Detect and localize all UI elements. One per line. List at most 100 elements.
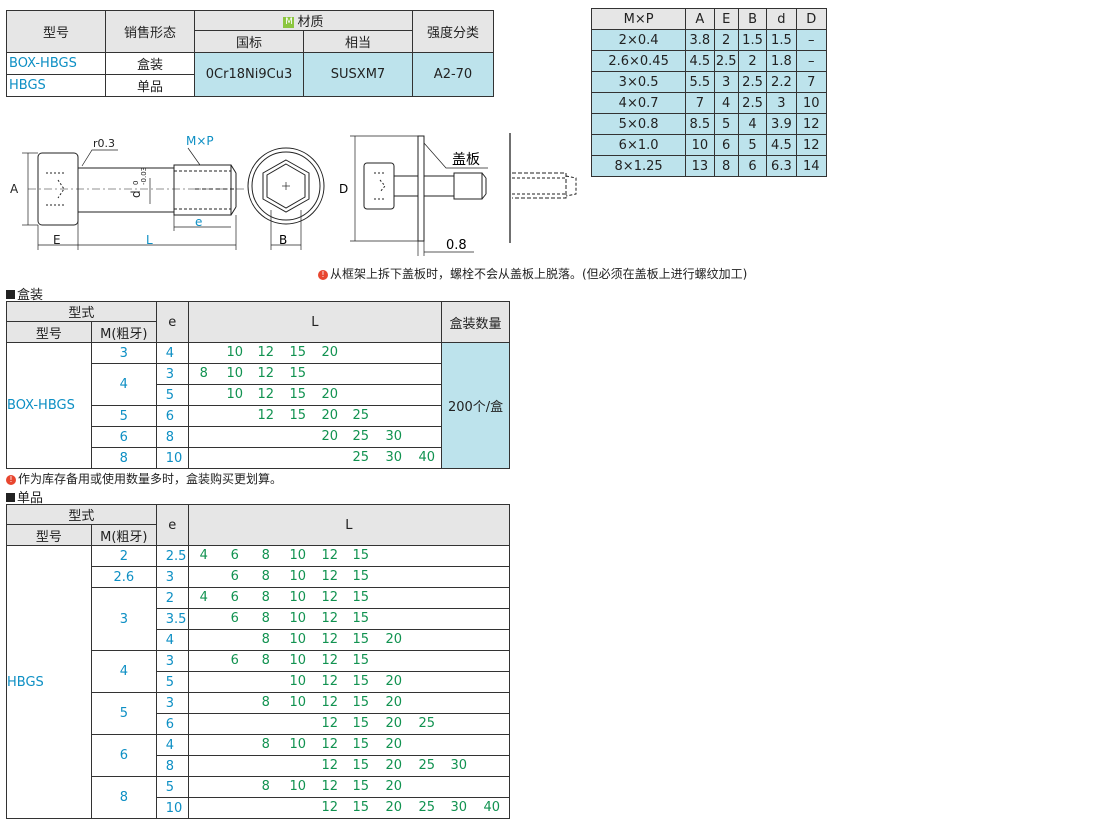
l-value: 15 xyxy=(352,716,370,731)
dim-size-cell: 2.6×0.45 xyxy=(590,50,687,72)
dim-value-cell: 6 xyxy=(713,134,739,156)
square-bullet-icon xyxy=(6,290,15,299)
dim-value-cell: 4.5 xyxy=(685,50,715,72)
l-value: 15 xyxy=(352,632,370,647)
dim-value-cell: 3 xyxy=(713,71,739,93)
single-m-cell: 2.6 xyxy=(90,566,157,588)
l-value: 20 xyxy=(385,674,403,689)
l-value: 20 xyxy=(385,800,403,815)
cover-plate-view xyxy=(350,133,577,256)
l-value: 6 xyxy=(230,548,239,563)
dim-value-cell: 13 xyxy=(685,155,715,177)
dim-size-cell: 2×0.4 xyxy=(590,29,687,51)
screw-side-view xyxy=(22,147,245,250)
label-l: L xyxy=(146,233,153,247)
label-b: B xyxy=(279,233,287,247)
l-value: 10 xyxy=(289,611,307,626)
single-e-cell: 5 xyxy=(155,671,189,693)
dim-header: E xyxy=(713,8,739,30)
box-e-cell: 8 xyxy=(155,426,189,448)
box-m-cell: 3 xyxy=(90,342,157,364)
l-value: 10 xyxy=(289,695,307,710)
single-e-cell: 4 xyxy=(155,734,189,756)
dim-value-cell: 7 xyxy=(685,92,715,114)
l-value: 30 xyxy=(450,758,468,773)
single-header-l: L xyxy=(187,504,511,546)
l-value: 15 xyxy=(289,408,307,423)
l-value: 12 xyxy=(321,548,339,563)
l-value: 30 xyxy=(450,800,468,815)
l-value: 30 xyxy=(385,450,403,465)
l-value: 8 xyxy=(261,653,270,668)
l-value: 10 xyxy=(226,366,244,381)
l-value: 20 xyxy=(385,716,403,731)
header-standard: 国标 xyxy=(194,30,304,53)
single-m-cell: 6 xyxy=(90,734,157,777)
single-header-model: 型号 xyxy=(6,524,92,546)
l-value: 8 xyxy=(199,366,208,381)
dim-header: A xyxy=(685,8,715,30)
dim-value-cell: 2.5 xyxy=(713,50,739,72)
model-box-hbgs: BOX-HBGS xyxy=(6,52,106,75)
single-e-cell: 3.5 xyxy=(155,608,189,630)
l-value: 15 xyxy=(352,779,370,794)
l-value: 10 xyxy=(289,779,307,794)
label-d: d xyxy=(129,190,143,198)
l-value: 8 xyxy=(261,590,270,605)
l-value: 12 xyxy=(321,590,339,605)
l-value: 15 xyxy=(352,548,370,563)
box-model-cell: BOX-HBGS xyxy=(6,342,92,469)
label-a: A xyxy=(10,182,19,196)
l-value: 6 xyxy=(230,611,239,626)
l-value: 10 xyxy=(289,569,307,584)
l-value: 12 xyxy=(321,695,339,710)
l-value: 12 xyxy=(321,611,339,626)
single-e-cell: 8 xyxy=(155,755,189,777)
box-e-cell: 4 xyxy=(155,342,189,364)
model-hbgs: HBGS xyxy=(6,74,106,97)
label-d-cover: D xyxy=(339,182,348,196)
dim-value-cell: 1.8 xyxy=(766,50,797,72)
l-value: 25 xyxy=(352,450,370,465)
box-header-type: 型式 xyxy=(6,301,157,322)
l-value: 20 xyxy=(385,758,403,773)
single-m-cell: 8 xyxy=(90,776,157,819)
dim-header: B xyxy=(737,8,768,30)
strength-class: A2-70 xyxy=(412,52,494,97)
l-value: 8 xyxy=(261,569,270,584)
dim-value-cell: 6.3 xyxy=(766,155,797,177)
l-value: 8 xyxy=(261,611,270,626)
dim-size-cell: 8×1.25 xyxy=(590,155,687,177)
box-header-e: e xyxy=(155,301,189,343)
l-value: 4 xyxy=(199,590,208,605)
header-strength: 强度分类 xyxy=(412,10,494,53)
l-value: 25 xyxy=(418,758,436,773)
label-r: r0.3 xyxy=(93,137,115,150)
l-value: 15 xyxy=(352,590,370,605)
dim-value-cell: 5 xyxy=(713,113,739,135)
l-value: 12 xyxy=(321,779,339,794)
dim-value-cell: 2.5 xyxy=(737,92,768,114)
l-value: 4 xyxy=(199,548,208,563)
l-value: 8 xyxy=(261,779,270,794)
l-value: 12 xyxy=(257,345,275,360)
